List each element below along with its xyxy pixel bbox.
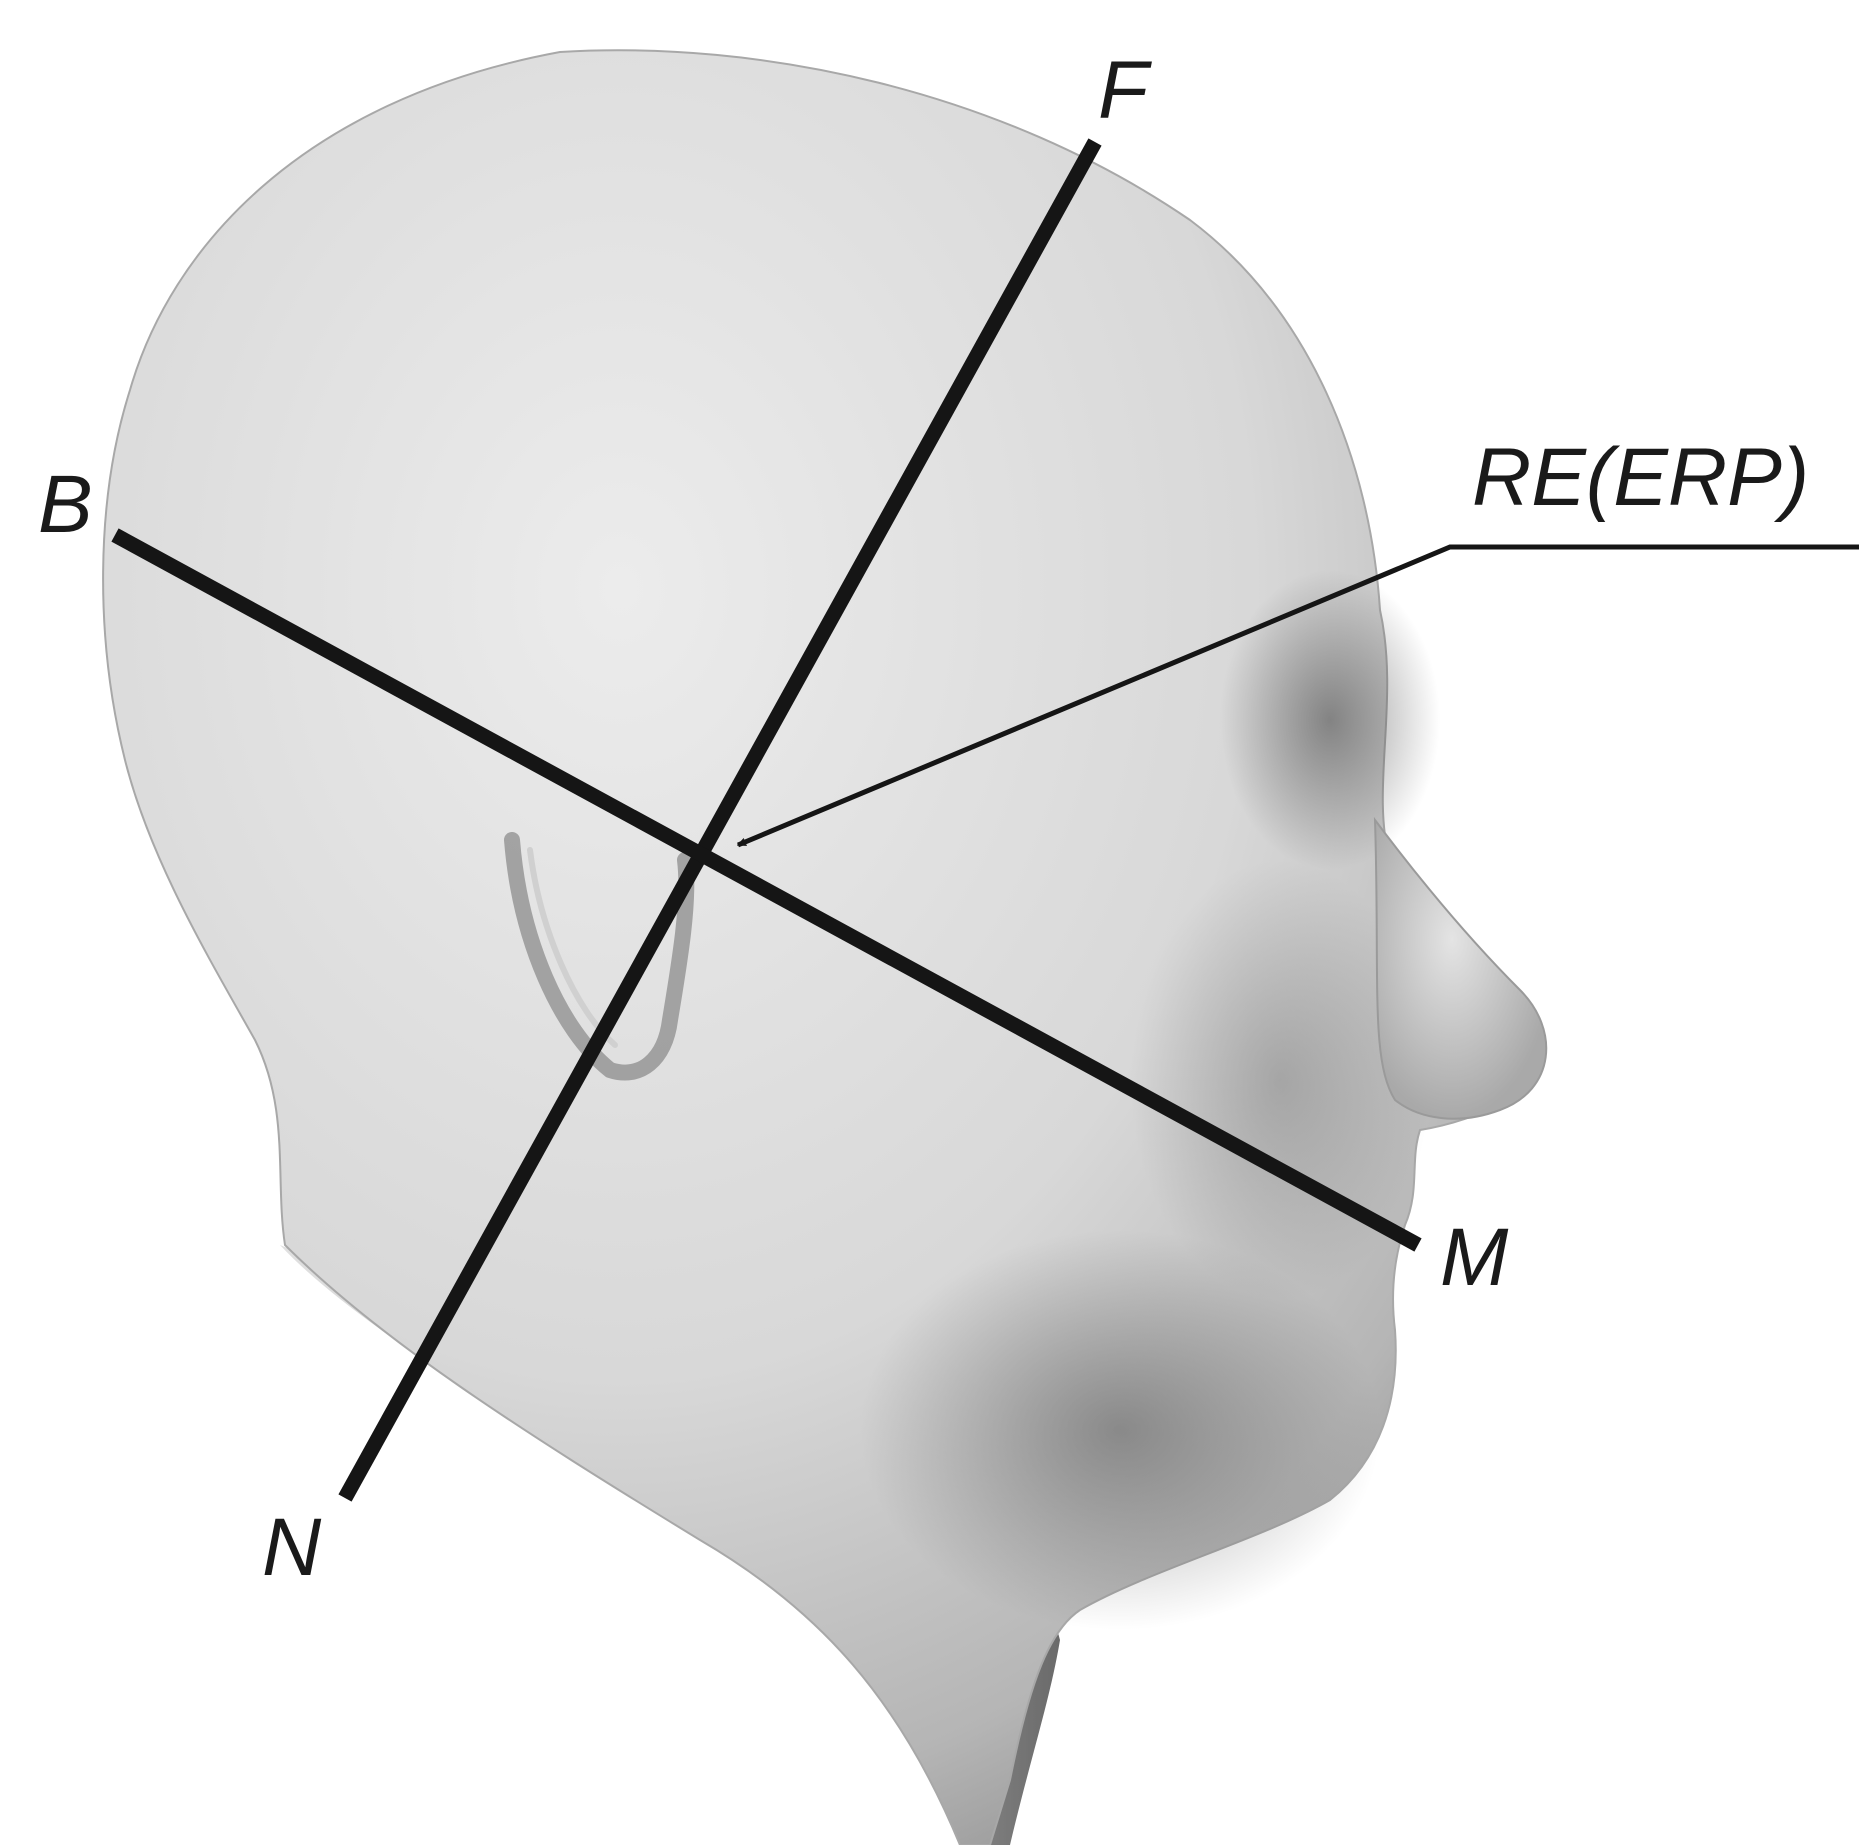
label-m: M xyxy=(1440,1212,1509,1303)
label-n: N xyxy=(262,1502,322,1593)
eye-socket-shadow xyxy=(1220,570,1440,870)
label-reference: RE(ERP) xyxy=(1472,432,1809,523)
label-b: B xyxy=(38,459,93,550)
nose xyxy=(1375,820,1546,1119)
label-f: F xyxy=(1098,45,1152,136)
